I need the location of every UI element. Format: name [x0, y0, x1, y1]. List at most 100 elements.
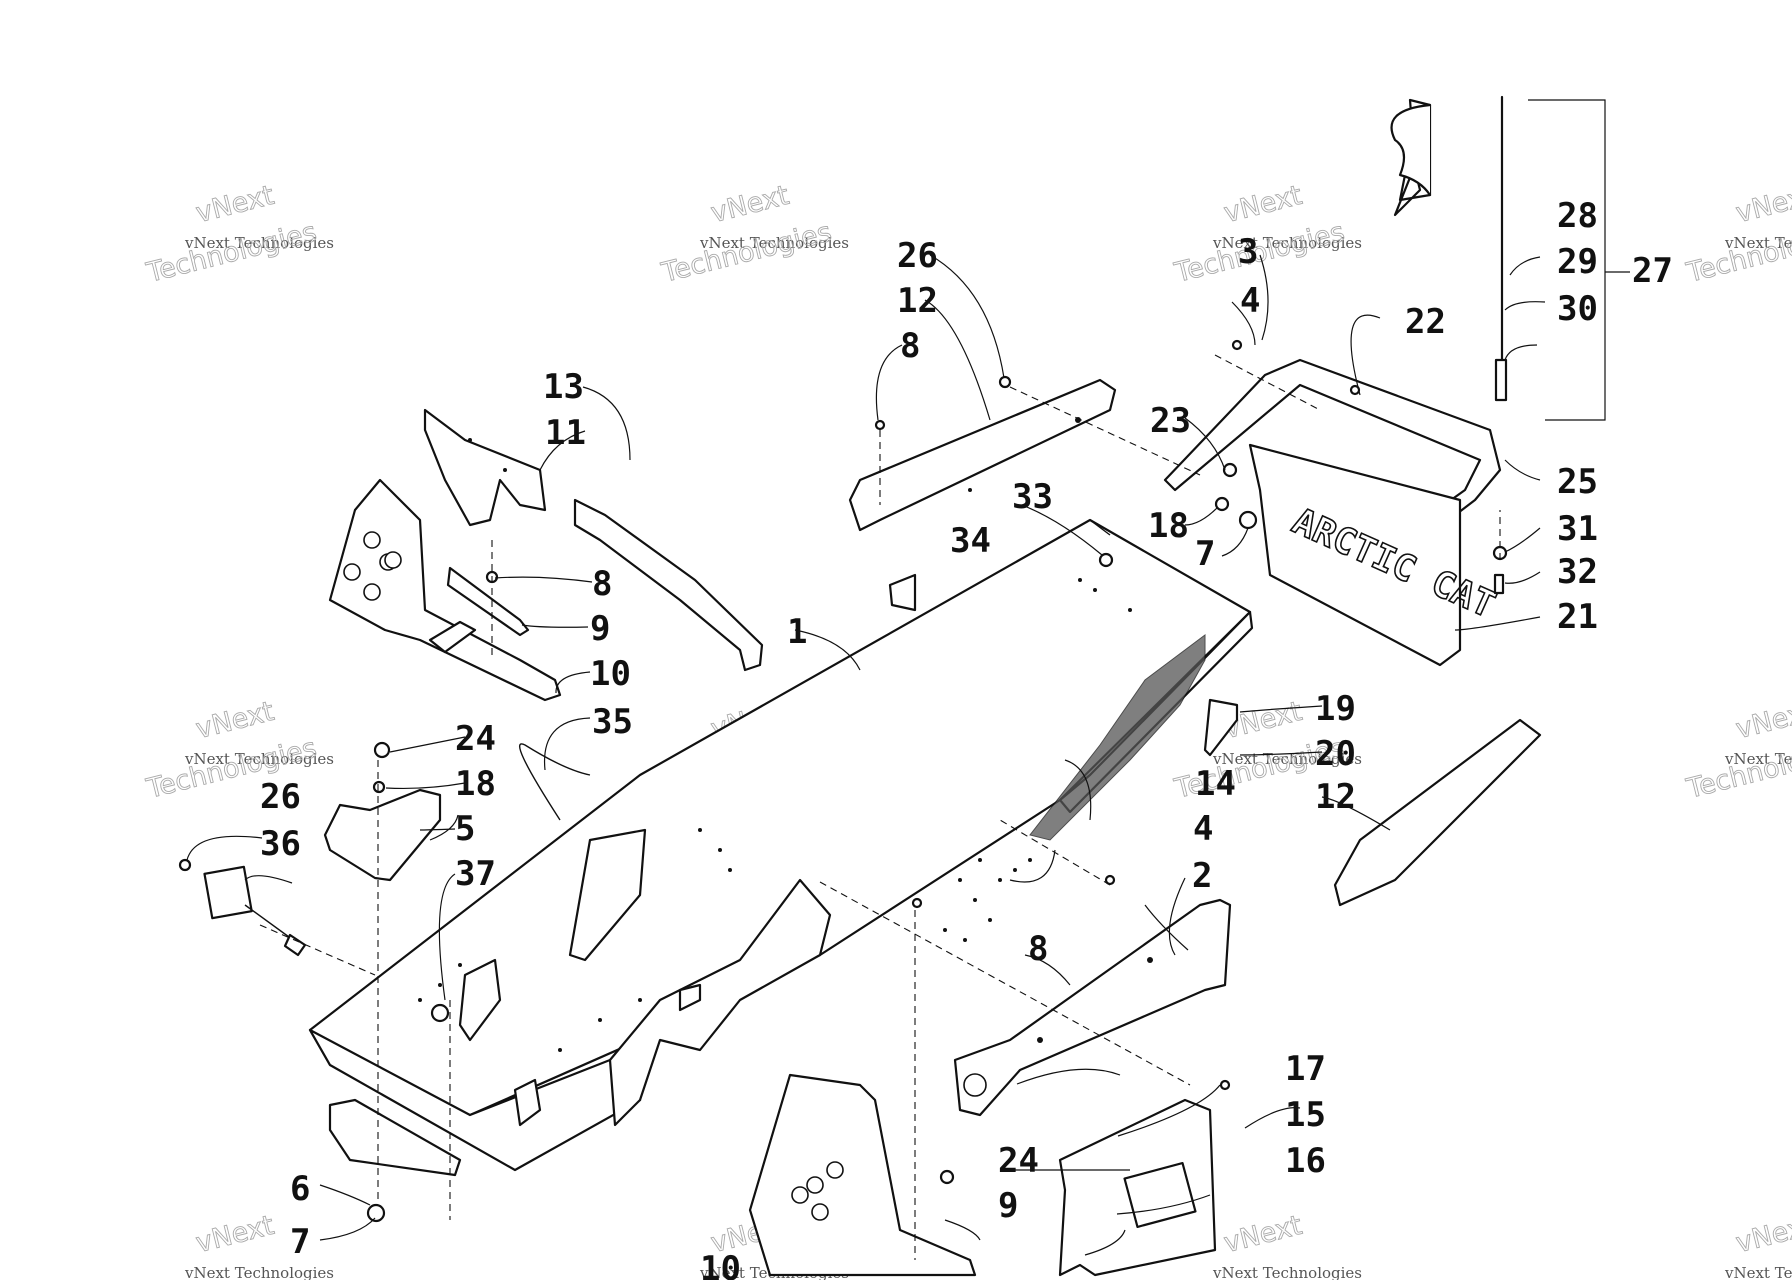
callout-13: 13	[543, 367, 584, 407]
svg-text:vNext Technologies: vNext Technologies	[1724, 750, 1792, 768]
callout-3: 3	[1238, 232, 1258, 272]
bracket-part-11	[423, 408, 547, 527]
bolt-part-24-lower	[939, 1169, 955, 1185]
svg-text:vNext Technologies: vNext Technologies	[184, 234, 334, 252]
callout-24-upper: 24	[455, 719, 496, 759]
decal-part-34	[888, 573, 917, 612]
callout-31: 31	[1557, 509, 1598, 549]
svg-text:vNext: vNext	[193, 1210, 277, 1259]
washer-part-18-upper	[1214, 496, 1230, 512]
callout-9-lower: 9	[998, 1186, 1018, 1226]
grommet-part-37	[430, 1003, 450, 1023]
svg-text:vNext: vNext	[193, 696, 277, 745]
strap-part-9-upper	[446, 566, 530, 637]
rivet-part-4-upper	[1231, 339, 1243, 351]
callout-18-lower: 18	[455, 764, 496, 804]
callout-36: 36	[260, 824, 301, 864]
svg-text:vNext Technologies: vNext Technologies	[1212, 1264, 1362, 1280]
callout-7-upper: 7	[1195, 534, 1215, 574]
callout-34: 34	[950, 521, 991, 561]
bracket-part-6	[328, 1098, 462, 1177]
callout-21: 21	[1557, 597, 1598, 637]
screw-part-26-upper	[998, 375, 1012, 389]
callout-24-lower: 24	[998, 1141, 1039, 1181]
callout-labels: 1 2 3 4 4 5 6 7 7 8 8 8 9 9 10 10 11 12 …	[260, 196, 1673, 1280]
bolt-part-32	[1493, 573, 1505, 595]
fasteners	[178, 339, 1508, 1223]
callout-12-upper: 12	[897, 281, 938, 321]
svg-text:Technologies: Technologies	[143, 217, 320, 289]
callout-19: 19	[1315, 689, 1356, 729]
rivet-part-4-lower	[1104, 874, 1116, 886]
callout-26-lower: 26	[260, 777, 301, 817]
footrest-plate-part-10-lower	[748, 1073, 977, 1277]
nut-part-7-lower	[366, 1203, 386, 1223]
watermark-3: vNext vNext Technologies Technologies	[1171, 180, 1362, 290]
callout-1: 1	[787, 612, 807, 652]
bracket-part-5	[323, 788, 442, 882]
callout-28: 28	[1557, 196, 1598, 236]
callout-8-mid: 8	[592, 564, 612, 604]
callout-30: 30	[1557, 289, 1598, 329]
flag-assembly-part-27	[1390, 95, 1508, 402]
callout-10-upper: 10	[590, 654, 631, 694]
cover-panel-part-15	[1058, 1098, 1217, 1277]
svg-text:vNext: vNext	[1221, 1210, 1305, 1259]
callout-11: 11	[545, 413, 586, 453]
tunnel-frame-part-1	[308, 518, 1254, 1172]
callout-7-lower: 7	[290, 1222, 310, 1262]
bolt-part-24-upper	[373, 741, 391, 759]
svg-text:vNext: vNext	[1733, 1210, 1792, 1259]
svg-text:Technologies: Technologies	[658, 217, 835, 289]
watermark-9: vNext vNext Technologies	[184, 1210, 334, 1280]
callout-23: 23	[1150, 401, 1191, 441]
svg-text:vNext Technologies: vNext Technologies	[184, 1264, 334, 1280]
callout-10-lower: 10	[700, 1249, 741, 1280]
watermark-7: vNext vNext Technologies Technologies	[1683, 180, 1792, 290]
nut-part-7-upper	[1238, 510, 1258, 530]
footrest-plate-part-10	[328, 478, 562, 702]
flag-assembly-bracket	[1528, 99, 1630, 421]
callout-32: 32	[1557, 552, 1598, 592]
callout-17: 17	[1285, 1049, 1326, 1089]
callout-26-upper: 26	[897, 236, 938, 276]
callout-4-upper: 4	[1240, 281, 1260, 321]
callout-14: 14	[1195, 764, 1236, 804]
watermark-4: vNext vNext Technologies Technologies	[143, 696, 334, 806]
svg-text:vNext Technologies: vNext Technologies	[699, 234, 849, 252]
svg-text:Technologies: Technologies	[1683, 733, 1792, 805]
callout-8-upper: 8	[900, 326, 920, 366]
svg-text:vNext: vNext	[193, 180, 277, 229]
washer-part-23	[1222, 462, 1238, 478]
callout-5: 5	[455, 809, 475, 849]
callout-20: 20	[1315, 734, 1356, 774]
deck-rivets	[418, 578, 1132, 1052]
svg-text:vNext Technologies: vNext Technologies	[1212, 234, 1362, 252]
callout-6: 6	[290, 1169, 310, 1209]
watermark-1: vNext vNext Technologies Technologies	[143, 180, 334, 290]
svg-text:vNext Technologies: vNext Technologies	[184, 750, 334, 768]
svg-text:vNext: vNext	[1221, 180, 1305, 229]
svg-text:vNext: vNext	[1733, 180, 1792, 229]
watermark-12: vNext vNext Technologies	[1724, 1210, 1792, 1280]
snow-flap-part-21: ARCTIC CAT	[1248, 443, 1502, 667]
svg-text:vNext: vNext	[1733, 696, 1792, 745]
callout-29: 29	[1557, 242, 1598, 282]
side-rail-part-12-lower	[1333, 718, 1542, 907]
svg-text:vNext: vNext	[708, 180, 792, 229]
side-bracket-part-2	[953, 898, 1232, 1117]
screw-part-8-lower	[911, 897, 923, 909]
callout-22: 22	[1405, 302, 1446, 342]
svg-text:Technologies: Technologies	[1171, 217, 1348, 289]
brace-rod-part-13	[573, 498, 764, 672]
callout-2: 2	[1192, 856, 1212, 896]
svg-text:Technologies: Technologies	[1683, 217, 1792, 289]
screw-part-26-lower	[178, 858, 192, 872]
callout-15: 15	[1285, 1095, 1326, 1135]
reflector-part-19	[1203, 698, 1239, 757]
cable-part-35	[518, 743, 591, 821]
callout-12-lower: 12	[1315, 777, 1356, 817]
screw-part-17	[1219, 1079, 1231, 1091]
svg-text:vNext Technologies: vNext Technologies	[1724, 234, 1792, 252]
